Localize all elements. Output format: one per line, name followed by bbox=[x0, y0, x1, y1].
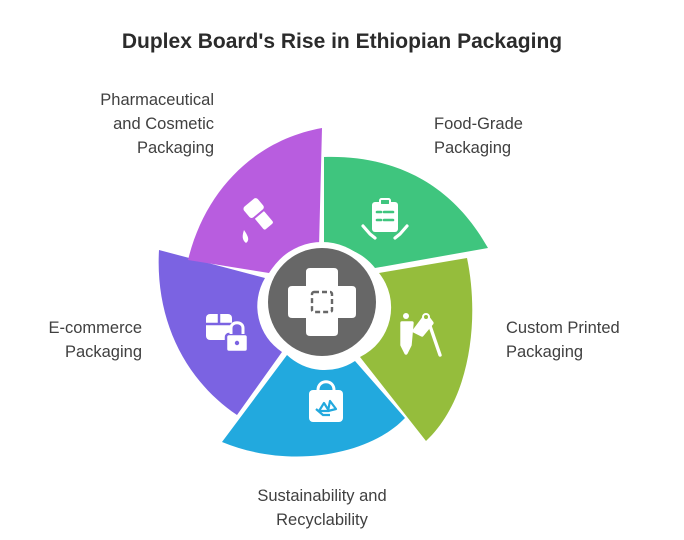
label-food-grade-line-1: Food-Grade bbox=[434, 115, 523, 133]
dropper-bottle-icon bbox=[242, 198, 273, 243]
label-sustainability-line-1: Sustainability and bbox=[257, 487, 387, 505]
segment-custom-wedge bbox=[360, 258, 473, 441]
label-food-grade-line-2: Packaging bbox=[434, 139, 512, 157]
clipboard-checklist-icon bbox=[361, 198, 409, 240]
label-ecommerce-line-2: Packaging bbox=[64, 343, 142, 361]
label-custom-printed: Custom Printed Packaging bbox=[506, 316, 620, 364]
bandage-icon bbox=[288, 268, 356, 336]
recycle-bag-icon bbox=[309, 380, 343, 422]
label-pharmaceutical-line-1: Pharmaceutical bbox=[100, 91, 214, 109]
label-sustainability: Sustainability and Recyclability bbox=[222, 484, 422, 532]
segment-pharma bbox=[188, 128, 322, 273]
diagram-title: Duplex Board's Rise in Ethiopian Packagi… bbox=[121, 30, 563, 53]
label-pharmaceutical-line-3: Packaging bbox=[136, 139, 214, 157]
segment-food-wedge bbox=[324, 156, 488, 268]
segment-food bbox=[324, 156, 488, 268]
label-pharmaceutical-line-2: and Cosmetic bbox=[113, 115, 214, 133]
label-ecommerce: E-commerce Packaging bbox=[0, 316, 142, 364]
segment-custom bbox=[360, 258, 473, 441]
segment-ecom bbox=[158, 250, 282, 415]
label-food-grade: Food-Grade Packaging bbox=[434, 112, 523, 160]
label-custom-printed-line-1: Custom Printed bbox=[506, 319, 620, 337]
center-hub bbox=[262, 242, 382, 362]
label-sustainability-line-2: Recyclability bbox=[276, 511, 368, 529]
secure-package-icon bbox=[206, 314, 250, 354]
segment-sustain bbox=[222, 355, 405, 457]
label-ecommerce-line-1: E-commerce bbox=[48, 319, 142, 337]
pen-tool-icon bbox=[400, 313, 442, 357]
label-pharmaceutical: Pharmaceutical and Cosmetic Packaging bbox=[0, 88, 214, 160]
label-custom-printed-line-2: Packaging bbox=[506, 343, 584, 361]
